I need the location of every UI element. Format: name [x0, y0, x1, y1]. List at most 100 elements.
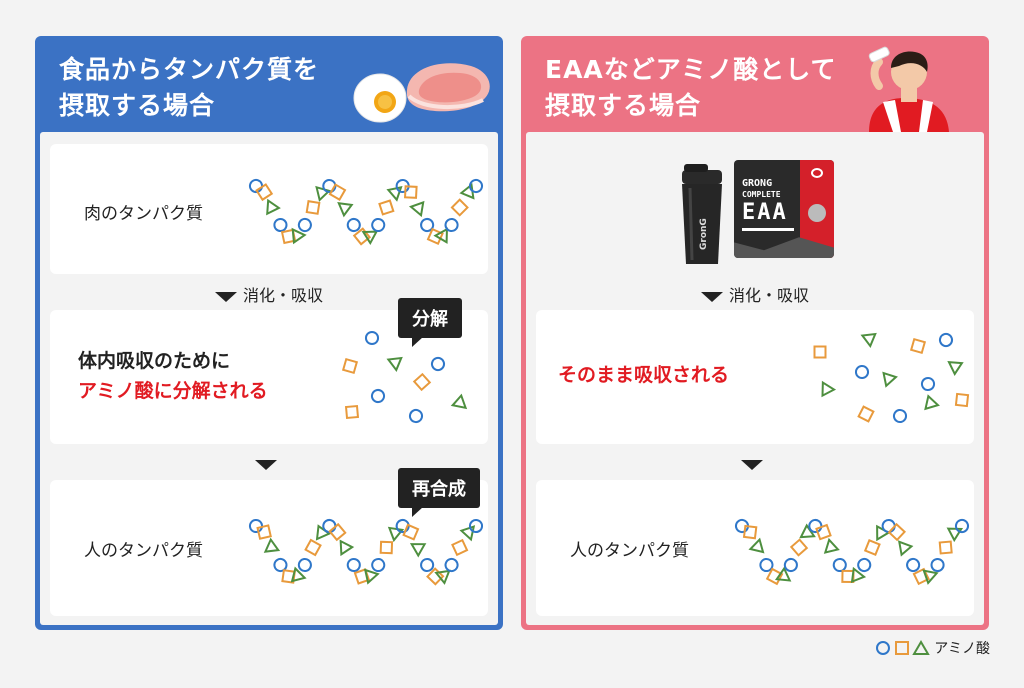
triangle-icon [433, 227, 448, 244]
triangle-icon [459, 525, 476, 542]
square-icon [938, 540, 953, 555]
circle-icon [857, 557, 872, 573]
human-protein-label-right: 人のタンパク質 [570, 541, 689, 561]
legend-label: アミノ酸 [934, 641, 990, 657]
product-name-text: EAA [742, 200, 788, 225]
circle-icon [954, 518, 970, 534]
square-icon [813, 345, 827, 359]
triangle-icon [748, 537, 765, 554]
square-icon [857, 405, 875, 423]
circle-icon [408, 408, 424, 424]
triangle-icon [386, 356, 403, 373]
square-icon [450, 198, 469, 217]
triangle-icon [459, 183, 475, 200]
direct-absorption-text: そのまま吸収される [558, 364, 730, 386]
triangle-icon [946, 527, 964, 543]
circle-icon [420, 557, 435, 573]
square-icon [256, 524, 272, 540]
digestion-step: 消化・吸収 [40, 282, 498, 306]
circle-icon [892, 408, 908, 424]
square-icon [451, 538, 469, 557]
eaa-product-card: GronG GRONG COMPLETE EAA [536, 144, 974, 274]
amino-scatter-right [813, 332, 970, 424]
egg-icon [353, 73, 407, 123]
circle-icon [920, 376, 936, 392]
circle-icon [444, 217, 459, 233]
triangle-icon [315, 185, 332, 202]
food-panel-title-line1: 食品からタンパク質を [59, 55, 320, 84]
triangle-icon [434, 569, 451, 585]
square-icon [742, 524, 758, 540]
circle-icon [248, 518, 264, 534]
circle-icon [430, 356, 446, 372]
triangle-icon [387, 526, 405, 543]
circle-icon [468, 178, 484, 194]
down-arrow-icon [741, 459, 763, 470]
triangle-icon [337, 201, 354, 218]
circle-icon [364, 330, 380, 346]
resynthesis-tag: 再合成 [398, 468, 480, 517]
human-protein-label-left: 人のタンパク質 [84, 541, 203, 561]
amino-chain-meat [248, 178, 484, 246]
circle-icon [783, 557, 798, 573]
square-icon [887, 522, 907, 542]
eaa-panel-title-line2: 摂取する場合 [545, 91, 702, 120]
circle-icon [759, 557, 774, 573]
circle-icon [297, 217, 312, 233]
legend-shapes [876, 640, 931, 655]
triangle-icon [291, 227, 307, 245]
circle-icon [346, 217, 361, 233]
triangle-icon [408, 200, 425, 218]
circle-icon [468, 518, 484, 534]
triangle-icon [947, 360, 964, 376]
eaa-resynthesis-step [526, 454, 984, 473]
circle-icon [906, 557, 921, 573]
legend: アミノ酸 [875, 638, 990, 658]
breakdown-text-line2: アミノ酸に分解される [78, 380, 268, 402]
square-icon [352, 227, 372, 246]
product-brand-text: GRONG [742, 178, 773, 189]
square-icon [328, 522, 347, 542]
square-icon [379, 540, 394, 555]
square-icon [403, 185, 418, 199]
eaa-panel-body: GronG GRONG COMPLETE EAA 消化・吸収 そのまま吸収される… [526, 132, 984, 625]
circle-icon [420, 217, 435, 233]
square-icon [912, 567, 930, 586]
square-icon [402, 523, 420, 541]
amino-chain-human-left [248, 518, 484, 586]
meat-protein-card: 肉のタンパク質 [50, 144, 488, 274]
triangle-icon [363, 568, 380, 585]
food-panel-body: 肉のタンパク質 消化・吸収 体内吸収のために アミノ酸に分解される 分解 人のタ… [40, 132, 498, 625]
triangle-icon [850, 566, 867, 584]
triangle-icon [361, 230, 379, 245]
triangle-icon [860, 332, 877, 349]
square-icon [909, 337, 927, 355]
square-icon [378, 199, 395, 216]
square-icon [895, 641, 910, 655]
shaker-bottle-icon: GronG [682, 164, 722, 264]
circle-icon [371, 217, 386, 233]
triangle-icon [912, 640, 931, 655]
meat-protein-label: 肉のタンパク質 [84, 204, 203, 224]
square-icon [341, 357, 359, 375]
square-icon [255, 183, 274, 202]
breakdown-tag: 分解 [398, 298, 462, 347]
square-icon [789, 538, 809, 557]
triangle-icon [409, 543, 427, 558]
triangle-icon [897, 540, 914, 557]
eaa-panel: EAAなどアミノ酸として 摂取する場合 GronG GR [521, 36, 989, 630]
triangle-icon [266, 198, 281, 216]
down-arrow-icon [214, 291, 237, 302]
square-icon [344, 404, 360, 420]
square-icon [328, 183, 347, 201]
food-panel-title-line2: 摂取する場合 [59, 91, 216, 120]
eaa-panel-header: EAAなどアミノ酸として 摂取する場合 [521, 36, 989, 132]
eaa-panel-title-line1: EAAなどアミノ酸として [545, 55, 837, 84]
resynthesis-step [40, 454, 498, 473]
circle-icon [876, 641, 891, 655]
circle-icon [808, 518, 823, 534]
circle-icon [938, 332, 954, 348]
shaker-brand-text: GronG [699, 218, 709, 250]
eaa-package-icon: GRONG COMPLETE EAA [734, 160, 834, 258]
food-protein-panel: 食品からタンパク質を 摂取する場合 肉のタンパク質 消化・吸収 体内吸収のために… [35, 36, 503, 630]
